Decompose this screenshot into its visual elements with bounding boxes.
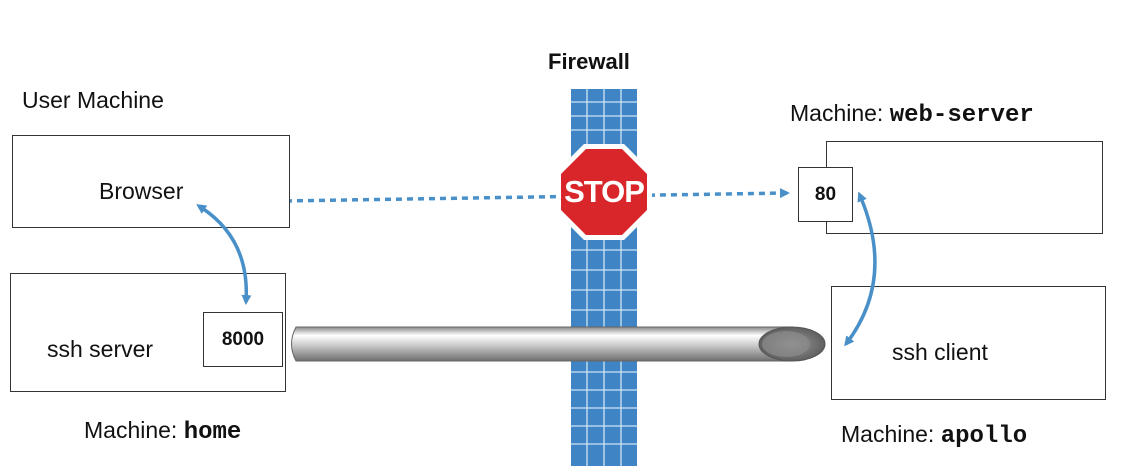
blocked-http-arrow xyxy=(219,188,790,204)
home-machine-prefix: Machine: xyxy=(84,417,184,443)
ssh-tunnel-pipe xyxy=(291,326,826,362)
ssh-server-label: ssh server xyxy=(47,336,154,362)
web-server-machine-caption: Machine: web-server xyxy=(790,102,1034,128)
home-machine-name: home xyxy=(183,419,242,446)
web-server-machine-prefix: Machine: xyxy=(790,100,890,126)
stop-sign-text: STOP xyxy=(564,174,645,209)
stop-sign xyxy=(556,144,652,240)
web-server-box xyxy=(826,141,1103,234)
web-server-machine-name: web-server xyxy=(889,102,1034,129)
port-8000-box: 8000 xyxy=(203,312,283,367)
home-machine-caption: Machine: home xyxy=(84,419,241,445)
ssh-client-box xyxy=(831,286,1106,400)
port-80-box: 80 xyxy=(798,167,853,222)
browser-label: Browser xyxy=(99,178,184,204)
user-machine-title: User Machine xyxy=(22,87,164,113)
firewall-title: Firewall xyxy=(548,49,630,74)
port-8000-label: 8000 xyxy=(221,328,265,350)
apollo-machine-caption: Machine: apollo xyxy=(841,423,1027,449)
apollo-machine-prefix: Machine: xyxy=(841,421,941,447)
apollo-machine-name: apollo xyxy=(940,423,1028,450)
port-80-label: 80 xyxy=(814,183,837,205)
ssh-client-label: ssh client xyxy=(892,339,988,365)
